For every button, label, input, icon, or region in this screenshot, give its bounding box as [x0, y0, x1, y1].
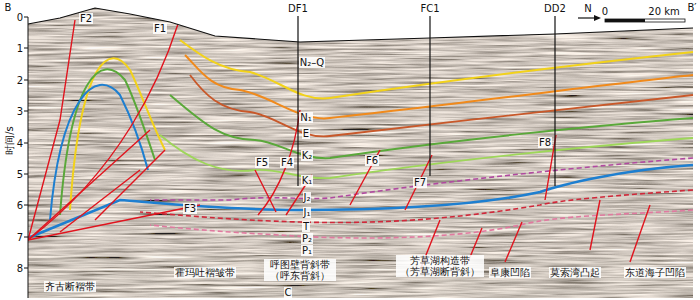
strata-name: J₁ [303, 207, 312, 218]
structure-name: 东道海子凹陷 [624, 267, 686, 278]
fault-name: F4 [280, 157, 294, 168]
axis-tick: 5 [16, 169, 24, 180]
axis-tick: 8 [16, 263, 24, 274]
strata-name: N₂–Q [299, 57, 325, 68]
axis-tick: 7 [16, 232, 24, 243]
strata-name: J₂ [303, 192, 312, 203]
fault-name: F2 [79, 13, 93, 24]
structure-name: 阜康凹陷 [489, 267, 531, 278]
strata-name: K₂ [301, 150, 314, 161]
strata-name: C [284, 287, 293, 298]
structure-name: 莫索湾凸起 [549, 267, 601, 278]
axis-tick: 0 [16, 12, 24, 23]
fault-name: F3 [183, 203, 197, 214]
fault-name: F5 [255, 157, 269, 168]
structure-name: 齐古断褶带 [44, 281, 96, 292]
structure-name: 霍玛吐褶皱带 [174, 267, 236, 278]
axis-title: 时间/s [4, 125, 15, 156]
scale-value: 0 [601, 6, 609, 17]
well-name: DD2 [543, 3, 567, 14]
structure-name: 芳草湖构造带 （芳草湖断背斜） [396, 255, 484, 277]
fault-name: F7 [413, 177, 427, 188]
strata-name: T [302, 221, 310, 232]
axis-tick: 1 [16, 43, 24, 54]
well-name: DF1 [287, 3, 309, 14]
fault-name: F8 [538, 137, 552, 148]
axis-tick: 4 [16, 138, 24, 149]
north-arrow: N [583, 3, 592, 14]
well-name: FC1 [419, 3, 440, 14]
fault-name: F6 [365, 155, 379, 166]
axis-tick: 6 [16, 200, 24, 211]
axis-tick: 3 [16, 106, 24, 117]
strata-name: P₁ [301, 245, 313, 256]
section-end: B′ [686, 2, 697, 13]
scale-value: 20 km [647, 6, 680, 17]
strata-name: E [302, 128, 310, 139]
strata-name: P₂ [301, 233, 313, 244]
fault-name: F1 [153, 23, 167, 34]
axis-tick: 2 [16, 75, 24, 86]
strata-name: K₁ [301, 175, 314, 186]
structure-name: 呼图壁背斜带 （呼东背斜） [264, 259, 336, 281]
strata-name: N₁ [299, 112, 313, 123]
section-end: B [4, 2, 13, 13]
